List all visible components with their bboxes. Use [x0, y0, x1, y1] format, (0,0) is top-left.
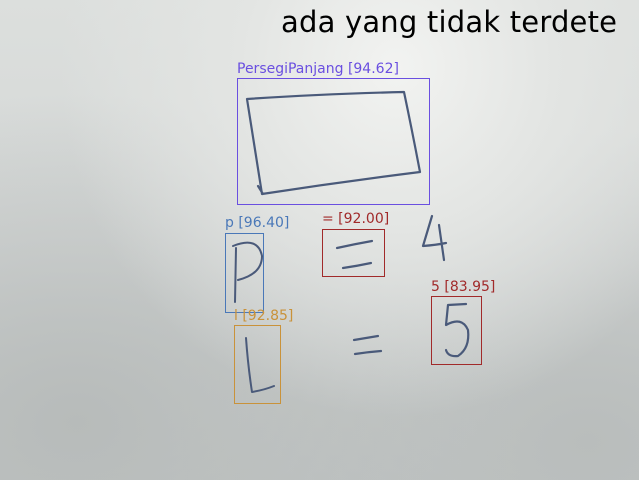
handwritten-p-stroke [232, 241, 263, 303]
detection-box-equals [322, 229, 385, 277]
handwritten-five-stroke [444, 302, 470, 358]
handwritten-equals2-bottom-stroke [353, 349, 383, 356]
handwritten-equals-bottom-stroke [341, 261, 373, 270]
detection-box-l [234, 325, 281, 404]
handwritten-equals2-top-stroke [352, 334, 380, 342]
handwritten-four-stroke [421, 214, 448, 262]
detection-label-five: 5 [83.95] [431, 279, 496, 295]
detection-label-l: l [92.85] [234, 308, 294, 324]
detection-box-p [225, 233, 264, 313]
detection-box-rectangle [237, 78, 430, 205]
detection-label-p: p [96.40] [225, 215, 290, 231]
handwritten-l-stroke [245, 337, 275, 393]
detection-box-five [431, 296, 482, 365]
detection-label-rectangle: PersegiPanjang [94.62] [237, 61, 399, 77]
handwritten-equals-top-stroke [335, 239, 374, 250]
status-banner: ada yang tidak terdete [281, 5, 618, 39]
drawn-rectangle-stroke [245, 90, 422, 196]
detection-label-equals: = [92.00] [322, 211, 390, 227]
